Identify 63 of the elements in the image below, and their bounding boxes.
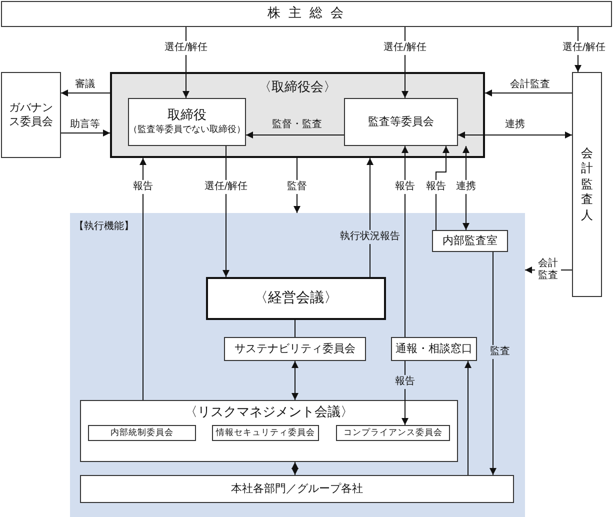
edge-label: 選任/解任 bbox=[162, 41, 210, 55]
arrow bbox=[60, 90, 110, 96]
arrow bbox=[458, 132, 572, 138]
auditor-box bbox=[572, 72, 602, 297]
arrow bbox=[484, 90, 572, 96]
section-panel bbox=[70, 213, 525, 517]
arrow bbox=[294, 158, 300, 214]
arrow bbox=[140, 158, 146, 400]
arrow bbox=[402, 360, 408, 426]
edge-label: 監査 bbox=[488, 345, 512, 359]
group-title: 【執行機能】 bbox=[74, 220, 135, 233]
committee-box bbox=[128, 98, 246, 146]
edge-label: 選任/解任 bbox=[202, 180, 250, 194]
node-label: ガバナンス委員会 bbox=[8, 101, 54, 129]
edge-label: 連携 bbox=[454, 180, 478, 194]
node-sublabel: （監査等委員でない取締役） bbox=[128, 124, 246, 136]
committee-box bbox=[80, 475, 514, 503]
committee-box bbox=[212, 425, 319, 441]
edge-label: 監督 bbox=[285, 180, 309, 194]
arrow bbox=[462, 146, 470, 230]
meeting-box bbox=[1, 1, 612, 27]
committee-box bbox=[432, 230, 508, 252]
committee-box bbox=[391, 337, 477, 361]
node-label: 監査等委員会 bbox=[368, 115, 434, 129]
committee-box bbox=[344, 98, 458, 146]
edge-label: 選任/解任 bbox=[381, 41, 429, 55]
arrow bbox=[366, 158, 374, 278]
node-label: 内部統制委員会 bbox=[110, 428, 174, 438]
council-box bbox=[80, 400, 458, 462]
node-label: 株 主 総 会 bbox=[267, 6, 346, 22]
committee-box bbox=[224, 337, 366, 361]
arrow bbox=[222, 146, 230, 278]
node-label: 通報・相談窓口 bbox=[396, 342, 472, 356]
edge-label: 報告 bbox=[393, 180, 417, 194]
arrow bbox=[402, 146, 408, 338]
board-panel bbox=[110, 72, 485, 158]
node-label: 情報セキュリティ委員会 bbox=[216, 428, 315, 438]
node-label: 本社各部門／グループ各社 bbox=[231, 482, 363, 496]
node-label: 会計監査人 bbox=[580, 146, 594, 224]
node-label: コンプライアンス委員会 bbox=[344, 428, 442, 438]
group-title: 〈リスクマネジメント会議〉 bbox=[184, 404, 354, 421]
arrow bbox=[246, 132, 344, 138]
committee-box bbox=[336, 425, 450, 441]
arrow bbox=[292, 462, 298, 476]
committee-box bbox=[1, 72, 61, 158]
edge-label: 選任/解任 bbox=[560, 41, 608, 55]
connector-line bbox=[294, 320, 296, 338]
edge-label: 報告 bbox=[424, 180, 448, 194]
arrow bbox=[436, 146, 450, 230]
edge-label: 執行状況報告 bbox=[338, 230, 402, 244]
node-label: 取締役 bbox=[168, 108, 206, 124]
group-title: 〈取締役会〉 bbox=[258, 79, 338, 96]
committee-box bbox=[88, 425, 196, 441]
arrow bbox=[490, 252, 496, 476]
arrow bbox=[464, 360, 472, 476]
node-label: 〈経営会議〉 bbox=[254, 290, 338, 308]
edge-label: 報告 bbox=[131, 180, 155, 194]
node-label: サステナビリティ委員会 bbox=[234, 342, 356, 356]
meeting-box bbox=[206, 277, 386, 320]
arrow bbox=[60, 130, 110, 136]
arrow bbox=[292, 360, 298, 400]
edge-label: 報告 bbox=[393, 375, 417, 389]
node-label: 内部監査室 bbox=[442, 234, 498, 248]
